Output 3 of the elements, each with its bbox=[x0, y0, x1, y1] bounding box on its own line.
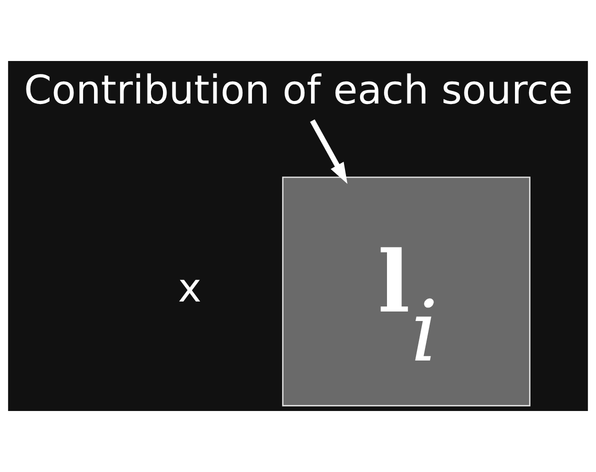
node-text: Contribution of each source bbox=[24, 67, 573, 114]
arrow bbox=[310, 119, 348, 184]
label: x bbox=[178, 265, 202, 312]
